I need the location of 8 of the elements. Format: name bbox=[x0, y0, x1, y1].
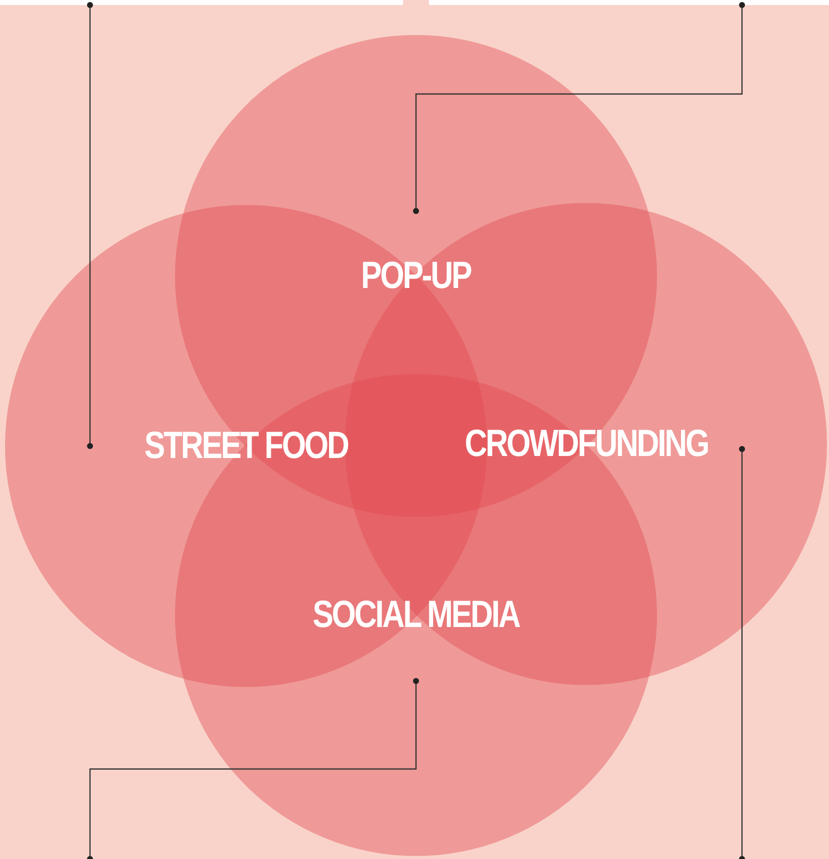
circle-label: STREET FOOD bbox=[144, 424, 348, 468]
circle-label: SOCIAL MEDIA bbox=[312, 594, 520, 636]
leader-line bbox=[87, 678, 419, 859]
circle-label: CROWDFUNDING bbox=[464, 422, 708, 466]
leader-line bbox=[87, 2, 93, 449]
leader-line bbox=[413, 2, 745, 214]
leader-line bbox=[739, 446, 745, 859]
circle-label: POP-UP bbox=[361, 254, 471, 298]
